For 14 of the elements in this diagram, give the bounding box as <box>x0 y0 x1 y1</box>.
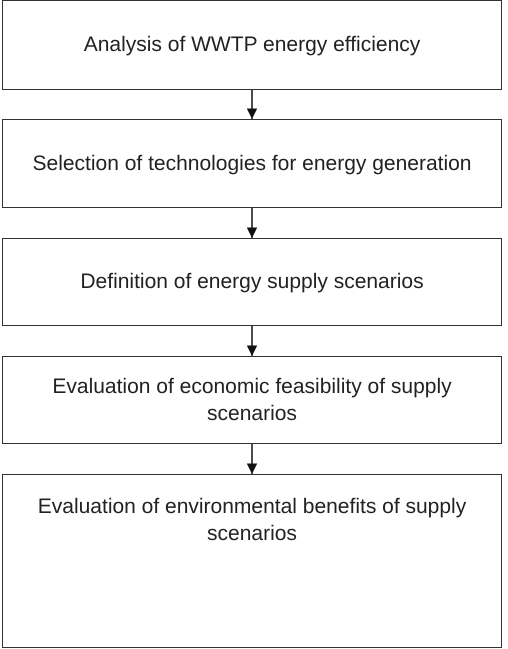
process-box <box>2 238 502 326</box>
process-box <box>2 0 502 90</box>
box-label: Evaluation of economic feasibility of supply scenarios <box>51 374 453 427</box>
box-label: Definition of energy supply scenarios <box>80 269 424 296</box>
process-box <box>2 474 502 648</box>
arrow <box>246 90 258 119</box>
box-label: Selection of technologies for energy generation <box>32 150 472 177</box>
arrow <box>246 326 258 356</box>
arrow <box>246 208 258 238</box>
process-box <box>2 119 502 208</box>
arrow <box>246 444 258 474</box>
process-box <box>2 356 502 444</box>
box-label: Evaluation of environmental benefits of supply scenarios <box>36 494 468 548</box>
box-label: Analysis of WWTP energy efficiency <box>84 32 420 58</box>
